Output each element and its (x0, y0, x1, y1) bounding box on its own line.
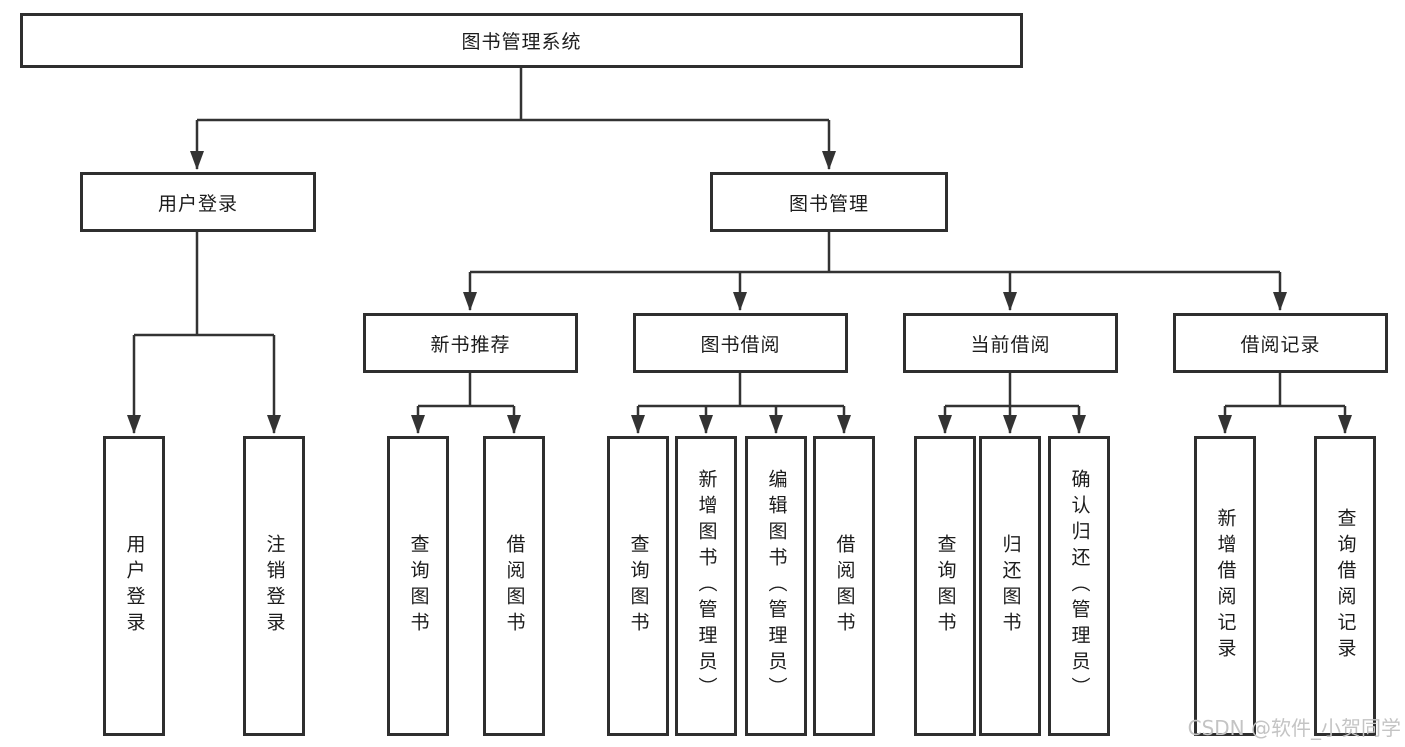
connector-book-management-trunk (470, 232, 1280, 274)
node-book-management: 图书管理 (710, 172, 948, 232)
leaf-add-borrow-record: 新增借阅记录 (1194, 436, 1256, 736)
leaf-query-borrow-record: 查询借阅记录 (1314, 436, 1376, 736)
connector-user-login-trunk (134, 232, 274, 337)
connector-new-book-trunk (418, 373, 514, 408)
leaf-query-books-2: 查询图书 (607, 436, 669, 736)
leaf-borrow-books-1: 借阅图书 (483, 436, 545, 736)
node-borrow-records: 借阅记录 (1173, 313, 1388, 373)
leaf-query-books-3: 查询图书 (914, 436, 976, 736)
connector-current-borrow-trunk (945, 373, 1079, 408)
connector-borrow-record-trunk (1225, 373, 1345, 408)
leaf-query-books-1: 查询图书 (387, 436, 449, 736)
leaf-edit-books-admin: 编辑图书（管理员） (745, 436, 807, 736)
node-current-borrow: 当前借阅 (903, 313, 1118, 373)
connector-book-borrow-trunk (638, 373, 844, 408)
leaf-borrow-books-2: 借阅图书 (813, 436, 875, 736)
leaf-add-books-admin: 新增图书（管理员） (675, 436, 737, 736)
node-book-borrow: 图书借阅 (633, 313, 848, 373)
csdn-watermark: CSDN @软件_小贺同学 (1187, 716, 1401, 740)
connector-root-trunk (197, 68, 829, 122)
leaf-confirm-return-admin: 确认归还（管理员） (1048, 436, 1110, 736)
node-root-system: 图书管理系统 (20, 13, 1023, 68)
leaf-user-login: 用户登录 (103, 436, 165, 736)
node-user-login: 用户登录 (80, 172, 316, 232)
leaf-return-books: 归还图书 (979, 436, 1041, 736)
leaf-logout: 注销登录 (243, 436, 305, 736)
node-new-book-recommend: 新书推荐 (363, 313, 578, 373)
